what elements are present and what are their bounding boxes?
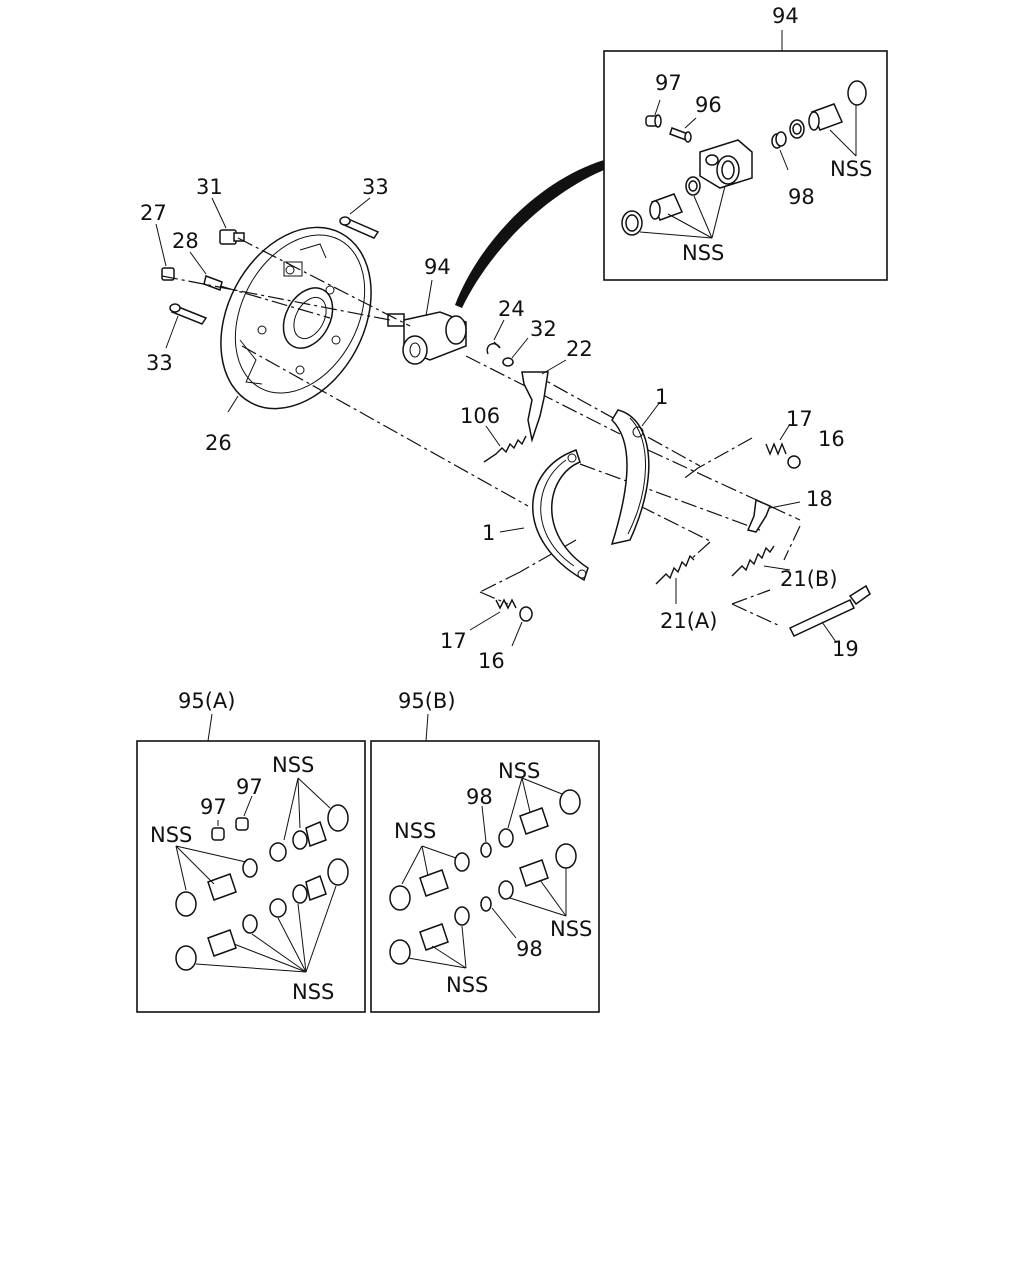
label-96-inset: 96: [695, 93, 722, 117]
inset-95a-parts: [175, 777, 349, 973]
label-22: 22: [566, 337, 593, 361]
spring-21b: [731, 545, 775, 577]
label-95a-nss-top: NSS: [272, 753, 314, 777]
label-95b-98-top: 98: [466, 785, 493, 809]
label-32: 32: [530, 317, 557, 341]
inset-95b-box: [370, 740, 600, 1013]
washer-16-right: [787, 455, 801, 469]
label-94-inset: 94: [772, 4, 799, 28]
label-24: 24: [498, 297, 525, 321]
adjuster-19: [788, 584, 871, 637]
label-16-right: 16: [818, 427, 845, 451]
label-95a-nss-bottom: NSS: [292, 980, 334, 1004]
callout-arrow: [455, 160, 604, 308]
label-98-inset: 98: [788, 185, 815, 209]
label-95a-nss-left: NSS: [150, 823, 192, 847]
spring-17-right: [765, 442, 787, 456]
label-26: 26: [205, 431, 232, 455]
label-1-left: 1: [482, 521, 495, 545]
label-28: 28: [172, 229, 199, 253]
inset-95a-box: [136, 740, 366, 1013]
label-94-cylinder: 94: [424, 255, 451, 279]
label-17-bottom: 17: [440, 629, 467, 653]
label-21a: 21(A): [660, 609, 717, 633]
bracket-18: [746, 498, 771, 533]
label-95a-97-right: 97: [236, 775, 263, 799]
label-95b-98-bottom: 98: [516, 937, 543, 961]
label-95b: 95(B): [398, 689, 456, 713]
label-18: 18: [806, 487, 833, 511]
pin-33-top: [339, 216, 380, 239]
label-19: 19: [832, 637, 859, 661]
label-nss-inset-left: NSS: [682, 241, 724, 265]
backing-plate-26: [220, 226, 372, 410]
washer-16-bottom: [519, 606, 533, 622]
spring-17-bottom: [495, 598, 517, 610]
pin-33-bottom: [169, 303, 208, 325]
label-1-right: 1: [655, 385, 668, 409]
label-21b: 21(B): [780, 567, 838, 591]
label-nss-inset-right: NSS: [830, 157, 872, 181]
label-97-inset: 97: [655, 71, 682, 95]
spring-21a: [655, 554, 695, 585]
spring-106: [483, 435, 527, 463]
label-95b-nss-top: NSS: [498, 759, 540, 783]
clip-24: [486, 341, 501, 355]
label-95b-nss-bottom: NSS: [446, 973, 488, 997]
inset-94-parts: [621, 80, 867, 239]
label-95a-97-left: 97: [200, 795, 227, 819]
inset-95b-parts: [389, 777, 581, 969]
label-31: 31: [196, 175, 223, 199]
label-33-top: 33: [362, 175, 389, 199]
label-95b-nss-right: NSS: [550, 917, 592, 941]
label-17-right: 17: [786, 407, 813, 431]
brake-shoe-1-right: [610, 409, 650, 546]
label-106: 106: [460, 404, 500, 428]
washer-32: [502, 357, 514, 367]
brake-shoe-1-left: [532, 449, 589, 582]
label-27: 27: [140, 201, 167, 225]
label-33-bottom: 33: [146, 351, 173, 375]
center-lines: [161, 237, 801, 627]
label-95b-nss-left: NSS: [394, 819, 436, 843]
spring-28: [203, 275, 223, 291]
wheel-cylinder-94: [387, 311, 467, 365]
label-95a: 95(A): [178, 689, 235, 713]
bolt-31: [219, 229, 245, 245]
label-16-bottom: 16: [478, 649, 505, 673]
lever-22: [521, 371, 549, 443]
